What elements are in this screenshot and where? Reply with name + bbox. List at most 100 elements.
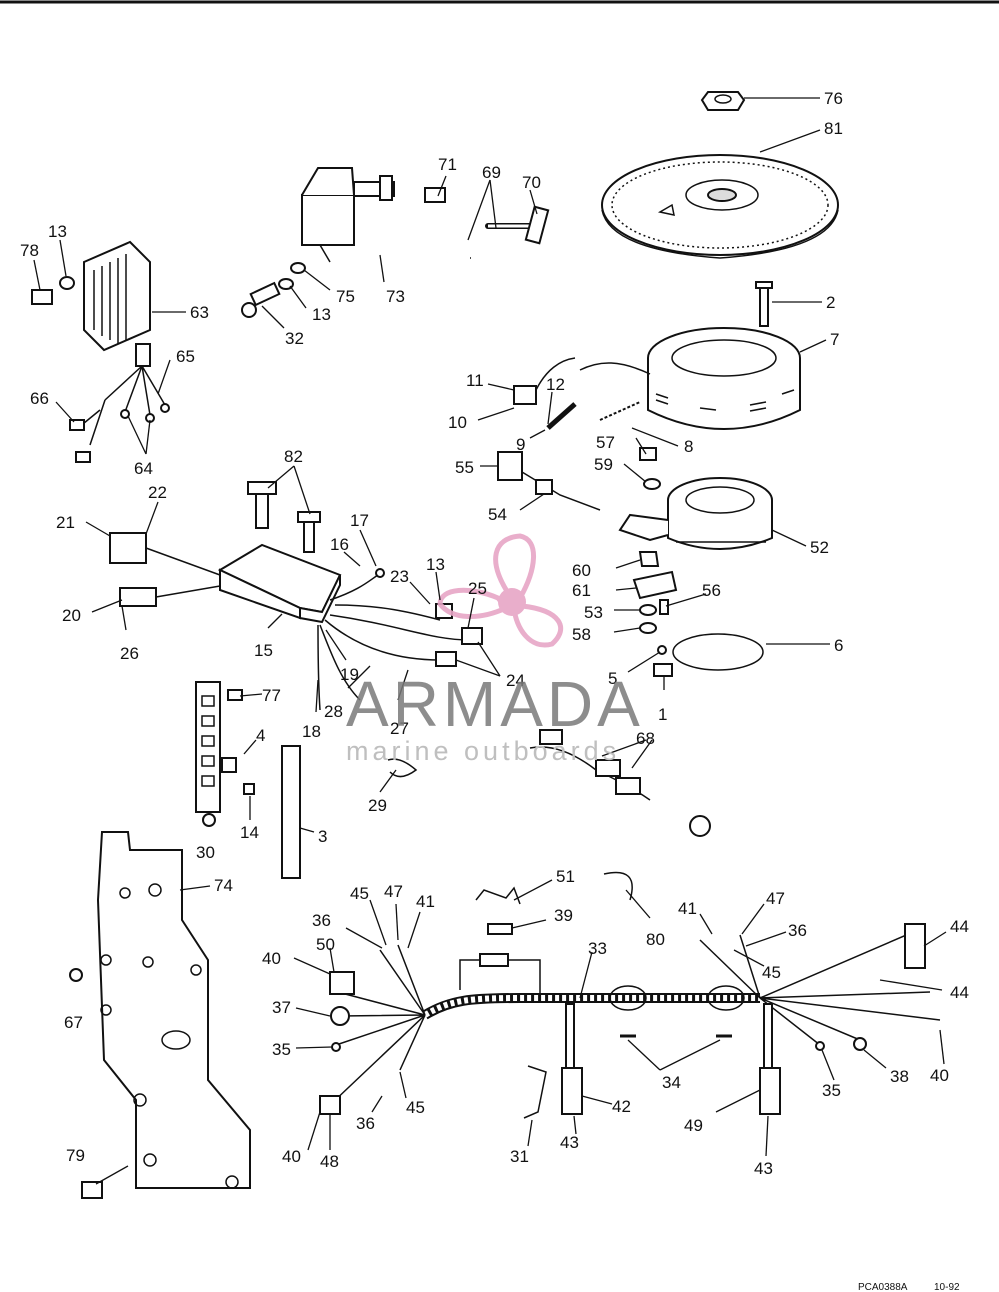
callout-21: 21: [56, 513, 75, 532]
terminal-block-part: [195, 681, 255, 827]
callout-40-right: 40: [930, 1066, 949, 1085]
callout-35-left: 35: [272, 1040, 291, 1059]
callout-5: 5: [608, 669, 617, 688]
callout-63: 63: [190, 303, 209, 322]
callout-68: 68: [636, 729, 655, 748]
stator-part: [579, 327, 801, 430]
callout-numbers: 76 81 2 7 71 69 70 73 75 13 32 13 78 63 …: [20, 89, 969, 1178]
callout-42: 42: [612, 1097, 631, 1116]
callout-44-upper: 44: [950, 917, 969, 936]
callout-53: 53: [584, 603, 603, 622]
flywheel-part: [601, 154, 839, 259]
harness-small-parts: [475, 871, 633, 1119]
callout-34: 34: [662, 1073, 681, 1092]
callout-2: 2: [826, 293, 835, 312]
callout-70: 70: [522, 173, 541, 192]
callout-43-right: 43: [754, 1159, 773, 1178]
callout-43-left: 43: [560, 1133, 579, 1152]
callout-11: 11: [466, 371, 484, 390]
callout-76: 76: [824, 89, 843, 108]
callout-54: 54: [488, 505, 507, 524]
watermark-tagline: marine outboards: [346, 736, 620, 766]
callout-1: 1: [658, 705, 667, 724]
callout-44-lower: 44: [950, 983, 969, 1002]
callout-59: 59: [594, 455, 613, 474]
callout-15: 15: [254, 641, 273, 660]
bracket-screw-part: [81, 1181, 103, 1199]
callout-16: 16: [330, 535, 349, 554]
ignition-coil-part: [301, 167, 395, 263]
callout-79: 79: [66, 1146, 85, 1165]
callout-35-right: 35: [822, 1081, 841, 1100]
callout-32: 32: [285, 329, 304, 348]
bolt-part: [755, 281, 773, 327]
callout-36-left: 36: [312, 911, 331, 930]
cam-follower-part: [653, 645, 673, 677]
callout-67: 67: [64, 1013, 83, 1032]
callout-50: 50: [316, 935, 335, 954]
callout-71: 71: [438, 155, 457, 174]
callout-45-lower: 45: [406, 1098, 425, 1117]
callout-25: 25: [468, 579, 487, 598]
timer-lead-part: [497, 451, 601, 511]
callout-20: 20: [62, 606, 81, 625]
callout-3: 3: [318, 827, 327, 846]
callout-23: 23: [390, 567, 409, 586]
callout-6: 6: [834, 636, 843, 655]
callout-40-lower: 40: [282, 1147, 301, 1166]
wire-cover-part: [281, 745, 301, 879]
watermark-brand: ARMADA: [346, 668, 644, 740]
callout-56: 56: [702, 581, 721, 600]
rectifier-part: [83, 240, 151, 367]
callout-17: 17: [350, 511, 369, 530]
leader-lines: [33, 97, 947, 1185]
armada-propeller-logo: [437, 533, 564, 648]
callout-33: 33: [588, 939, 607, 958]
spark-plug-leads-part: [424, 187, 550, 260]
callout-36-right: 36: [788, 921, 807, 940]
callout-29: 29: [368, 796, 387, 815]
coil-fasteners-part: [241, 262, 306, 318]
callout-41-right: 41: [678, 899, 697, 918]
callout-26: 26: [120, 644, 139, 663]
flywheel-nut-part: [700, 91, 746, 111]
callout-60: 60: [572, 561, 591, 580]
callout-28: 28: [324, 702, 343, 721]
callout-80: 80: [646, 930, 665, 949]
callout-19: 19: [340, 665, 359, 684]
callout-9: 9: [516, 435, 525, 454]
callout-38: 38: [890, 1067, 909, 1086]
power-pack-part: [217, 481, 342, 624]
clip-part: [387, 758, 418, 778]
callout-13-pack: 13: [426, 555, 445, 574]
callout-52: 52: [810, 538, 829, 557]
callout-41-left: 41: [416, 892, 435, 911]
callout-39: 39: [554, 906, 573, 925]
callout-36-lower: 36: [356, 1114, 375, 1133]
power-pack-connectors-part: [109, 532, 221, 607]
callout-73: 73: [386, 287, 405, 306]
callout-7: 7: [830, 330, 839, 349]
callout-64: 64: [134, 459, 153, 478]
drawing-date: 10-92: [934, 1282, 960, 1292]
callout-24: 24: [506, 671, 525, 690]
callout-45-left: 45: [350, 884, 369, 903]
callout-58: 58: [572, 625, 591, 644]
callout-51: 51: [556, 867, 575, 886]
callout-77: 77: [262, 686, 281, 705]
timer-screw-part: [639, 447, 661, 490]
callout-30: 30: [196, 843, 215, 862]
callout-61: 61: [572, 581, 591, 600]
callout-81: 81: [824, 119, 843, 138]
callout-13-rectifier: 13: [48, 222, 67, 241]
rectifier-wires-part: [69, 365, 170, 463]
callout-4: 4: [256, 726, 265, 745]
callout-22: 22: [148, 483, 167, 502]
retaining-ring-part: [672, 633, 764, 671]
callout-14: 14: [240, 823, 259, 842]
callout-18: 18: [302, 722, 321, 741]
callout-31: 31: [510, 1147, 529, 1166]
callout-48: 48: [320, 1152, 339, 1171]
callout-8: 8: [684, 437, 693, 456]
